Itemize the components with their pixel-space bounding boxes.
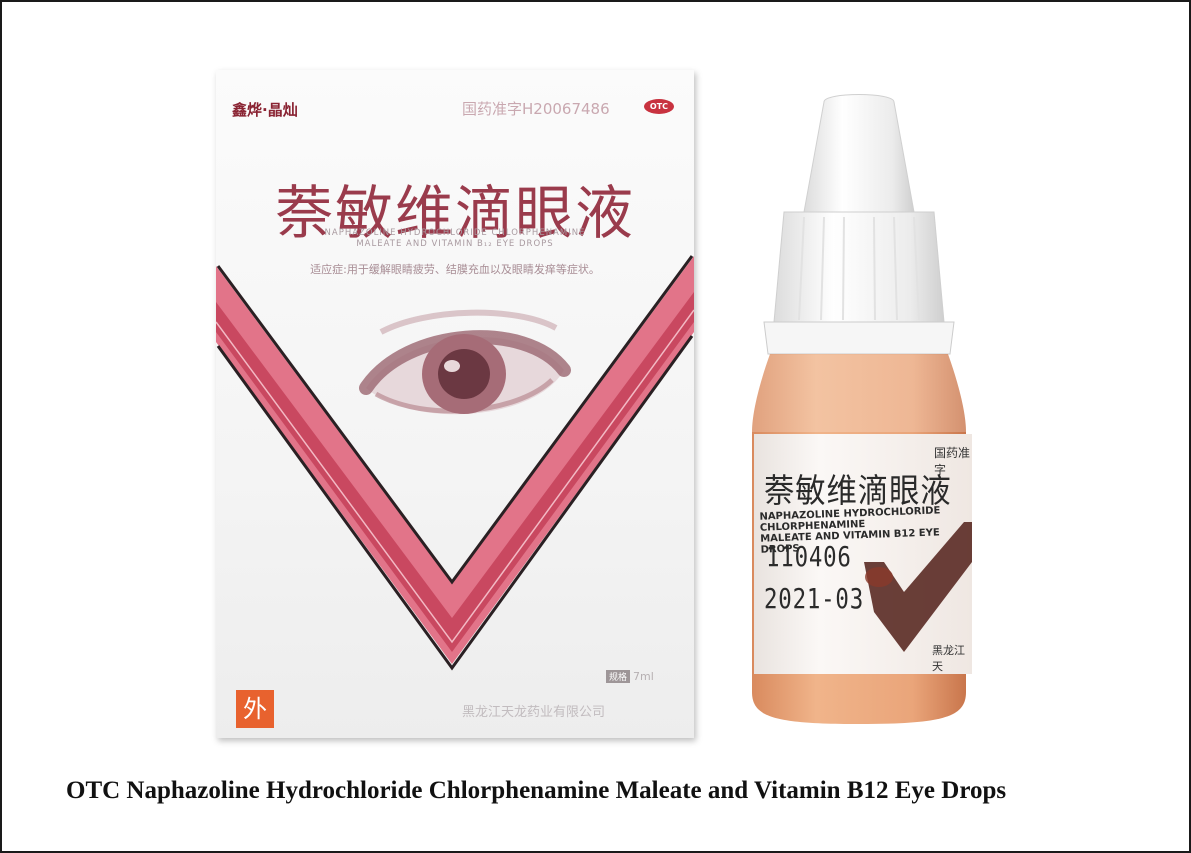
box-english-line-2: MALEATE AND VITAMIN B₁₂ EYE DROPS <box>356 239 554 249</box>
spec-label: 规格 <box>606 670 631 683</box>
box-chevron-line-bottom <box>216 335 694 671</box>
box-artwork <box>216 255 694 671</box>
box-manufacturer: 黑龙江天龙药业有限公司 <box>462 705 606 720</box>
bottle-cap-ridges <box>798 216 920 321</box>
box-indication: 适应症:用于缓解眼睛疲劳、结膜充血以及眼睛发痒等症状。 <box>310 263 600 276</box>
bottle-product-title: 萘敏维滴眼液 <box>764 471 952 510</box>
bottle-label: 国药准字 萘敏维滴眼液 NAPHAZOLINE HYDROCHLORIDE CH… <box>754 434 972 674</box>
figure-caption: OTC Naphazoline Hydrochloride Chlorphena… <box>66 777 1007 804</box>
eye-icon <box>359 309 571 415</box>
bottle-artwork <box>752 94 972 724</box>
bottle-approval-fragment: 国药准字 <box>934 446 971 477</box>
box-brand: 鑫烨·晶灿 <box>232 101 298 119</box>
box-chevron-highlight <box>216 309 694 644</box>
bottle-cap-tip <box>803 94 915 213</box>
otc-icon: OTC <box>644 99 674 114</box>
bottle-label-eye <box>865 567 893 587</box>
bottle-manufacturer-fragment: 黑龙江天 <box>932 644 965 673</box>
box-english-name: NAPHAZOLINE HYDROCHLORIDE CHLORPHENAMINE… <box>274 228 636 250</box>
box-chevron-outer <box>216 256 694 664</box>
medicine-box: 鑫烨·晶灿 国药准字H20067486 OTC 萘敏维滴眼液 NAPHAZOLI… <box>216 70 694 738</box>
bottle-label-background <box>754 434 972 674</box>
external-use-icon: 外 <box>236 690 274 728</box>
bottle-label-chevron <box>864 522 972 652</box>
bottle-batch-number: 110406 <box>766 540 852 573</box>
bottle-shoulder <box>752 354 966 432</box>
box-chevron-line-top <box>216 255 694 585</box>
box-product-title: 萘敏维滴眼液 <box>274 179 635 247</box>
box-approval-number: 国药准字H20067486 <box>462 100 610 118</box>
box-english-line-1: NAPHAZOLINE HYDROCHLORIDE CHLORPHENAMINE <box>324 228 586 238</box>
bottle-expiry-date: 2021-03 <box>764 582 865 615</box>
spec-value: 7ml <box>633 670 654 683</box>
bottle-cap-ring <box>763 321 955 355</box>
